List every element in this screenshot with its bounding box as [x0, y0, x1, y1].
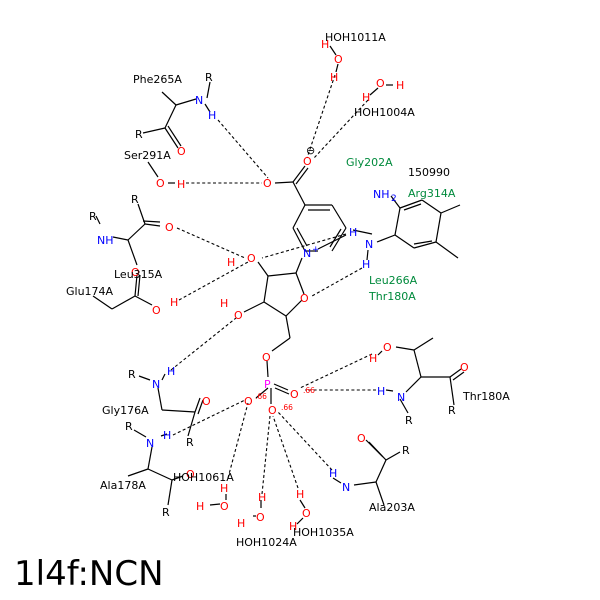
- atom-r: R: [128, 368, 136, 381]
- atom-r: R: [162, 506, 170, 519]
- atom-o: O: [334, 53, 343, 66]
- atom-h: H: [330, 71, 338, 84]
- atom-minus: ⊖: [306, 144, 315, 157]
- diagram-title: 1l4f:NCN: [14, 554, 164, 594]
- residue-label-gly202: Gly202A: [346, 156, 393, 169]
- ligand-id-label: 150990: [408, 166, 450, 179]
- residue-label-hoh1061: HOH1061A: [173, 471, 234, 484]
- partial-charge: .66: [255, 392, 267, 401]
- atom-o: O: [376, 77, 385, 90]
- atom-h: H: [258, 491, 266, 504]
- atom-r: R: [402, 444, 410, 457]
- atom-n-plus: N: [303, 247, 311, 260]
- residue-label-thr180: Thr180A: [462, 390, 510, 403]
- atom-h: H: [220, 482, 228, 495]
- atom-nh2-subscript: 2: [391, 194, 397, 204]
- residue-label-leu315: Leu315A: [114, 268, 163, 281]
- atom-p: P: [264, 378, 271, 391]
- atom-r: R: [131, 193, 139, 206]
- atom-o: O: [256, 511, 265, 524]
- atom-h: H: [220, 297, 228, 310]
- residue-label-arg314: Arg314A: [408, 187, 456, 200]
- residue-label-ser291: Ser291A: [124, 149, 171, 162]
- atom-n: N: [365, 238, 373, 251]
- residue-labels: HOH1011A HOH1004A Phe265A Ser291A Gly202…: [66, 31, 510, 549]
- atom-r: R: [205, 71, 213, 84]
- atom-o: O: [262, 351, 271, 364]
- atom-o: O: [290, 388, 299, 401]
- atom-h: H: [362, 91, 370, 104]
- residue-label-gly176: Gly176A: [102, 404, 149, 417]
- residue-label-hoh1011: HOH1011A: [325, 31, 386, 44]
- atom-o: O: [152, 304, 161, 317]
- partial-charge: .66: [303, 386, 315, 395]
- atom-o: O: [263, 177, 272, 190]
- atom-plus: +: [312, 245, 320, 255]
- residue-label-ala178: Ala178A: [100, 479, 146, 492]
- atom-r: R: [135, 128, 143, 141]
- atom-o: O: [156, 177, 165, 190]
- atom-h: H: [163, 429, 171, 442]
- atom-nh: NH: [97, 234, 114, 247]
- atom-o: O: [131, 266, 140, 279]
- hydrogen-bonds: [170, 74, 376, 495]
- atom-n: N: [195, 94, 203, 107]
- atom-r: R: [125, 420, 133, 433]
- atom-labels: H O H O H H R N H R O O H O O ⊖ NH 2 N +…: [89, 38, 469, 533]
- atom-h: H: [377, 385, 385, 398]
- atom-h: H: [177, 178, 185, 191]
- atom-h: H: [227, 256, 235, 269]
- atom-o: O: [300, 292, 309, 305]
- atom-o: O: [247, 252, 256, 265]
- atom-n: N: [397, 391, 405, 404]
- covalent-bonds: [92, 45, 465, 525]
- atom-h: H: [296, 488, 304, 501]
- atom-nh2: NH: [373, 188, 390, 201]
- atom-h: H: [369, 352, 377, 365]
- atom-o: O: [357, 432, 366, 445]
- atom-h: H: [208, 109, 216, 122]
- atom-o: O: [383, 341, 392, 354]
- atom-h: H: [329, 467, 337, 480]
- atom-r: R: [405, 414, 413, 427]
- residue-label-hoh1035: HOH1035A: [293, 526, 354, 539]
- residue-label-phe265: Phe265A: [133, 73, 182, 86]
- atom-h: H: [396, 79, 404, 92]
- atom-h: H: [362, 258, 370, 271]
- atom-h: H: [289, 520, 297, 533]
- residue-label-hoh1004: HOH1004A: [354, 106, 415, 119]
- partial-charge: .66: [281, 403, 293, 412]
- atom-o: O: [186, 468, 195, 481]
- atom-o: O: [268, 404, 277, 417]
- atom-o: O: [220, 500, 229, 513]
- atom-r: R: [186, 436, 194, 449]
- atom-h: H: [321, 38, 329, 51]
- atom-o: O: [202, 395, 211, 408]
- residue-label-hoh1024: HOH1024A: [236, 536, 297, 549]
- residue-label-glu174: Glu174A: [66, 285, 114, 298]
- atom-r: R: [448, 404, 456, 417]
- atom-o: O: [460, 361, 469, 374]
- atom-o: O: [244, 395, 253, 408]
- atom-o: O: [303, 155, 312, 168]
- atom-h: H: [349, 226, 357, 239]
- atom-h: H: [196, 500, 204, 513]
- atom-o: O: [234, 309, 243, 322]
- atom-o: O: [165, 221, 174, 234]
- atom-h: H: [237, 517, 245, 530]
- atom-n: N: [342, 481, 350, 494]
- residue-label-ala203: Ala203A: [369, 501, 415, 514]
- atom-h: H: [170, 296, 178, 309]
- atom-h: H: [167, 365, 175, 378]
- atom-n: N: [152, 378, 160, 391]
- residue-label-thr180-contact: Thr180A: [368, 290, 416, 303]
- atom-o: O: [177, 145, 186, 158]
- residue-label-leu266: Leu266A: [369, 274, 418, 287]
- atom-o: O: [302, 507, 311, 520]
- atom-n: N: [146, 437, 154, 450]
- atom-r: R: [89, 210, 97, 223]
